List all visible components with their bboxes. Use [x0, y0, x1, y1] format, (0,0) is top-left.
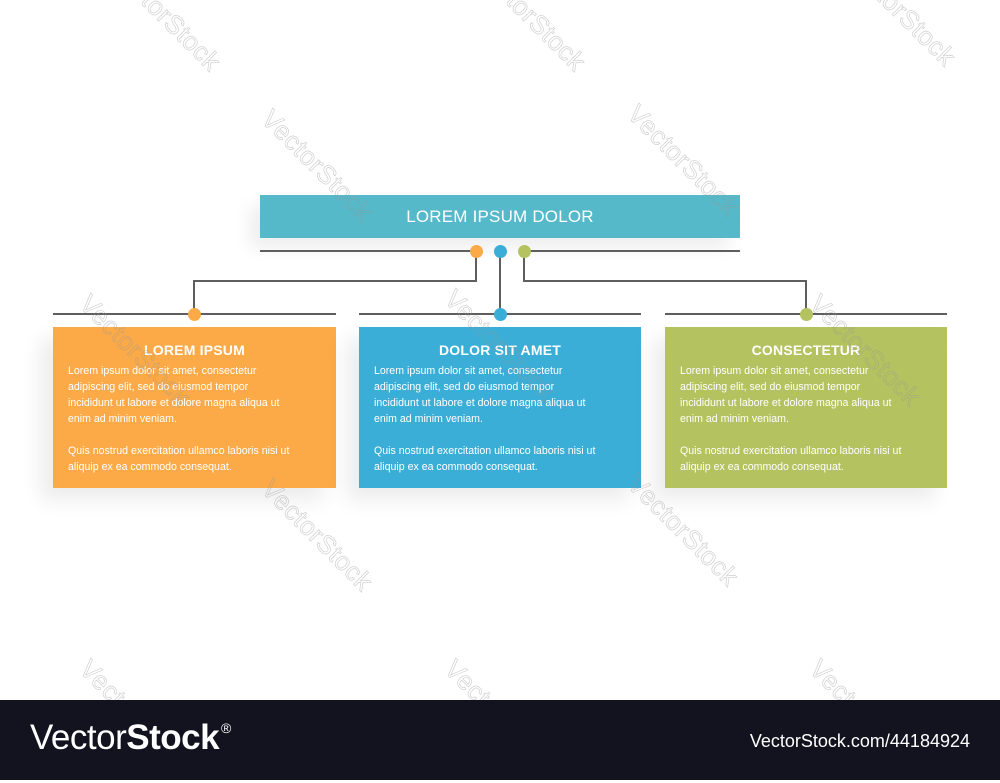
branch-card-text: aliquip ex ea commodo consequat.: [374, 461, 538, 473]
connector-blue-down: [499, 252, 501, 314]
branch-card-text: Lorem ipsum dolor sit amet, consectetur: [374, 365, 563, 377]
watermark: VectorStock: [103, 0, 227, 77]
vectorstock-logo: VectorStock®: [30, 718, 231, 758]
branch-card-2: DOLOR SIT AMET Lorem ipsum dolor sit ame…: [359, 327, 641, 488]
logo-text-light: Vector: [30, 718, 127, 757]
paragraph-gap: [374, 427, 641, 443]
branch-card-text: Quis nostrud exercitation ullamco labori…: [68, 445, 290, 457]
branch-card-text: Lorem ipsum dolor sit amet, consectetur: [680, 365, 869, 377]
branch-card-text: Lorem ipsum dolor sit amet, consectetur: [68, 365, 257, 377]
branch-card-text: Quis nostrud exercitation ullamco labori…: [680, 445, 902, 457]
watermark: VectorStock: [255, 473, 379, 597]
connector-orange-drop: [475, 252, 477, 282]
paragraph-gap: [68, 427, 336, 443]
branch-card-text: Quis nostrud exercitation ullamco labori…: [374, 445, 596, 457]
branch-card-text: adipiscing elit, sed do eiusmod tempor: [374, 381, 555, 393]
root-dot-green-icon: [518, 245, 531, 258]
branch-card-1: LOREM IPSUM Lorem ipsum dolor sit amet, …: [53, 327, 336, 488]
branch-dot-orange-icon: [188, 308, 201, 321]
registered-mark-icon: ®: [221, 720, 231, 736]
connector-orange-down: [193, 280, 195, 314]
paragraph-gap: [680, 427, 947, 443]
connector-green-horizontal: [523, 280, 807, 282]
root-title: LOREM IPSUM DOLOR: [406, 206, 594, 226]
connector-orange-horizontal: [193, 280, 477, 282]
root-node: LOREM IPSUM DOLOR: [260, 195, 740, 238]
connector-green-down: [805, 280, 807, 314]
root-dot-blue-icon: [494, 245, 507, 258]
branch-card-text: adipiscing elit, sed do eiusmod tempor: [680, 381, 861, 393]
root-underline-right: [528, 250, 740, 252]
branch-card-text: enim ad minim veniam.: [680, 413, 789, 425]
branch-card-text: incididunt ut labore et dolore magna ali…: [68, 397, 280, 409]
watermark: VectorStock: [468, 0, 592, 77]
branch-dot-blue-icon: [494, 308, 507, 321]
image-id-label: VectorStock.com/44184924: [749, 731, 970, 751]
branch-card-text: incididunt ut labore et dolore magna ali…: [680, 397, 892, 409]
branch-card-text: aliquip ex ea commodo consequat.: [68, 461, 232, 473]
watermark: VectorStock: [838, 0, 962, 72]
branch-card-text: adipiscing elit, sed do eiusmod tempor: [68, 381, 249, 393]
footer-bar: VectorStock® VectorStock.com/44184924: [0, 700, 1000, 780]
branch-card-title: CONSECTETUR: [751, 342, 861, 358]
branch-card-title: DOLOR SIT AMET: [438, 342, 562, 358]
branch-card-text: enim ad minim veniam.: [68, 413, 177, 425]
branch-card-text: incididunt ut labore et dolore magna ali…: [374, 397, 586, 409]
root-underline-left: [260, 250, 472, 252]
connector-green-drop: [523, 252, 525, 282]
branch-card-text: enim ad minim veniam.: [374, 413, 483, 425]
branch-card-title: LOREM IPSUM: [144, 342, 245, 358]
branch-card-3: CONSECTETUR Lorem ipsum dolor sit amet, …: [665, 327, 947, 488]
branch-card-text: aliquip ex ea commodo consequat.: [680, 461, 844, 473]
branch-dot-green-icon: [800, 308, 813, 321]
logo-text-bold: Stock: [126, 718, 220, 757]
root-dot-orange-icon: [470, 245, 483, 258]
